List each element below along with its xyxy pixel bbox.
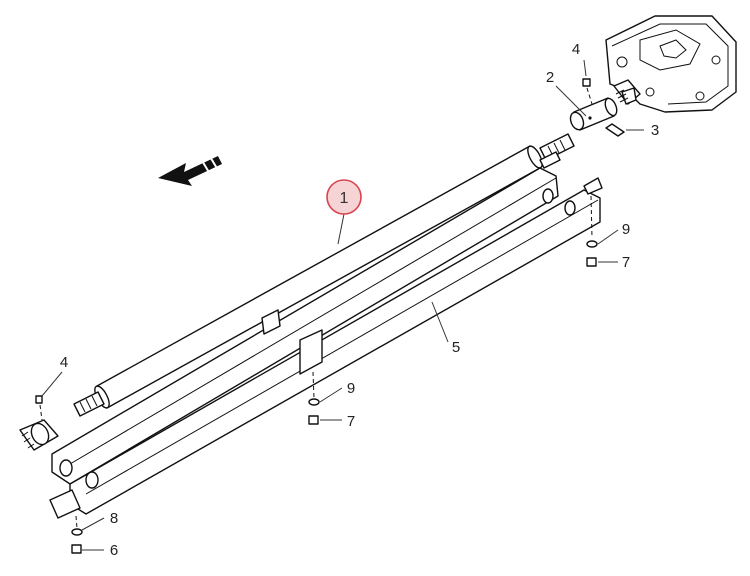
hardware-right [586,195,619,267]
callout-5: 5 [452,339,460,356]
callout-9-middle: 9 [347,380,355,397]
highlighted-callout [326,179,362,215]
gearbox [605,15,737,113]
support-channel [49,151,603,519]
callout-8: 8 [110,510,118,527]
left-spline-gear [19,419,59,451]
callout-2: 2 [546,69,554,86]
coupler-sleeve [569,97,618,131]
callout-3: 3 [651,122,659,139]
direction-arrow-icon [158,146,226,186]
callout-4-top: 4 [572,41,580,58]
callout-1: 1 [340,190,349,207]
callout-6: 6 [110,542,118,559]
drive-shaft [73,133,575,417]
callout-7-middle: 7 [347,413,355,430]
grease-fitting-top [582,78,593,105]
hardware-middle [308,371,343,425]
grease-fitting-left [35,395,43,421]
callout-7-right: 7 [622,254,630,271]
roll-pin [605,123,625,137]
callout-9-right: 9 [622,221,630,238]
hardware-left [71,515,105,554]
callout-4-left: 4 [60,354,68,371]
